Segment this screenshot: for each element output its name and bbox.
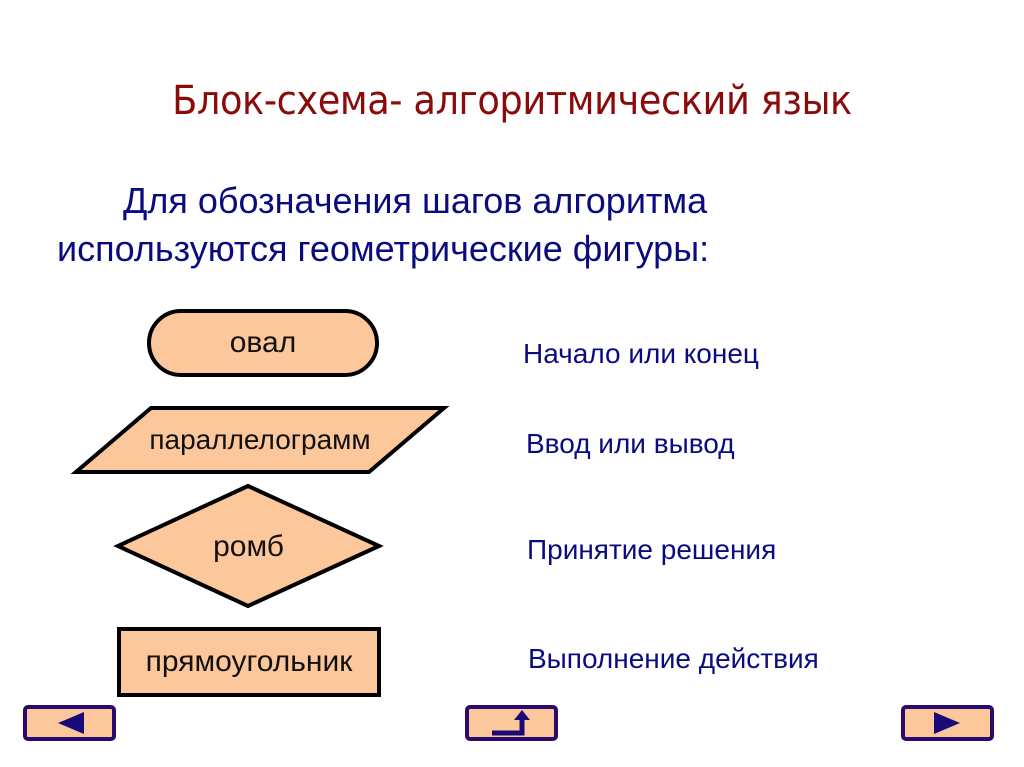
triangle-right-icon — [933, 712, 960, 734]
return-button[interactable] — [465, 705, 558, 741]
forward-button[interactable] — [901, 705, 994, 741]
slide-title: Блок-схема- алгоритмический язык — [172, 78, 852, 124]
back-button[interactable] — [23, 705, 116, 741]
parallelogram-description: Ввод или вывод — [526, 428, 735, 459]
intro-text-line-2: используются геометрические фигуры: — [57, 228, 710, 269]
parallelogram-shape — [70, 406, 450, 474]
rhombus-label: ромб — [213, 530, 284, 563]
intro-text-line-1: Для обозначения шагов алгоритма — [123, 180, 708, 221]
parallelogram-label: параллелограмм — [149, 424, 371, 455]
oval-description: Начало или конец — [523, 338, 759, 369]
oval-shape — [147, 309, 379, 377]
return-arrow-icon — [491, 710, 530, 736]
rhombus-shape — [113, 483, 384, 609]
oval-label: овал — [229, 326, 297, 359]
rhombus-description: Принятие решения — [527, 534, 777, 565]
rectangle-label: прямоугольник — [145, 645, 353, 678]
triangle-left-icon — [57, 712, 84, 734]
rectangle-shape — [117, 627, 381, 697]
rectangle-description: Выполнение действия — [528, 643, 819, 674]
